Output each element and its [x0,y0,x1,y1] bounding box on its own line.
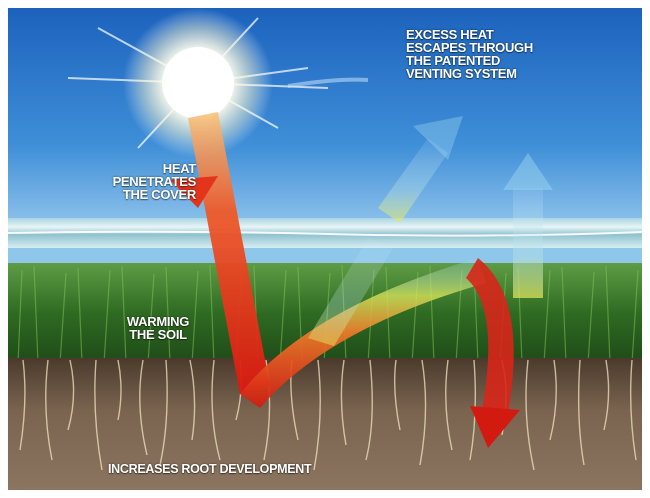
sun-icon [67,8,329,158]
warming-soil-label: WARMING THE SOIL [113,315,203,341]
cover-edge [8,230,642,237]
root-development-label: INCREASES ROOT DEVELOPMENT [108,462,312,476]
heat-line-3: THE COVER [122,187,196,202]
excess-heat-line-4: VENTING SYSTEM [406,66,517,81]
heat-line-2: PENETRATES [112,174,197,189]
excess-heat-label: EXCESS HEAT ESCAPES THROUGH THE PATENTED… [406,28,533,80]
warming-line-2: THE SOIL [129,327,187,342]
warming-line-1: WARMING [126,314,190,329]
turf-cover-diagram: EXCESS HEAT ESCAPES THROUGH THE PATENTED… [8,8,642,490]
vent-arrow-icon [503,153,553,298]
sky [8,8,642,238]
heat-arrow-icon [170,112,520,448]
diagram-illustration [8,8,642,490]
excess-heat-line-2: ESCAPES THROUGH [406,40,533,55]
heat-penetrates-label: HEAT PENETRATES THE COVER [46,161,197,202]
sky-gap [8,248,642,266]
soil-layer [8,358,642,490]
excess-heat-line-3: THE PATENTED [406,53,501,68]
excess-heat-line-1: EXCESS HEAT [406,27,494,42]
cloud-wisp [287,77,369,88]
heat-line-1: HEAT [162,161,197,176]
vent-arrow-icon [378,116,463,223]
